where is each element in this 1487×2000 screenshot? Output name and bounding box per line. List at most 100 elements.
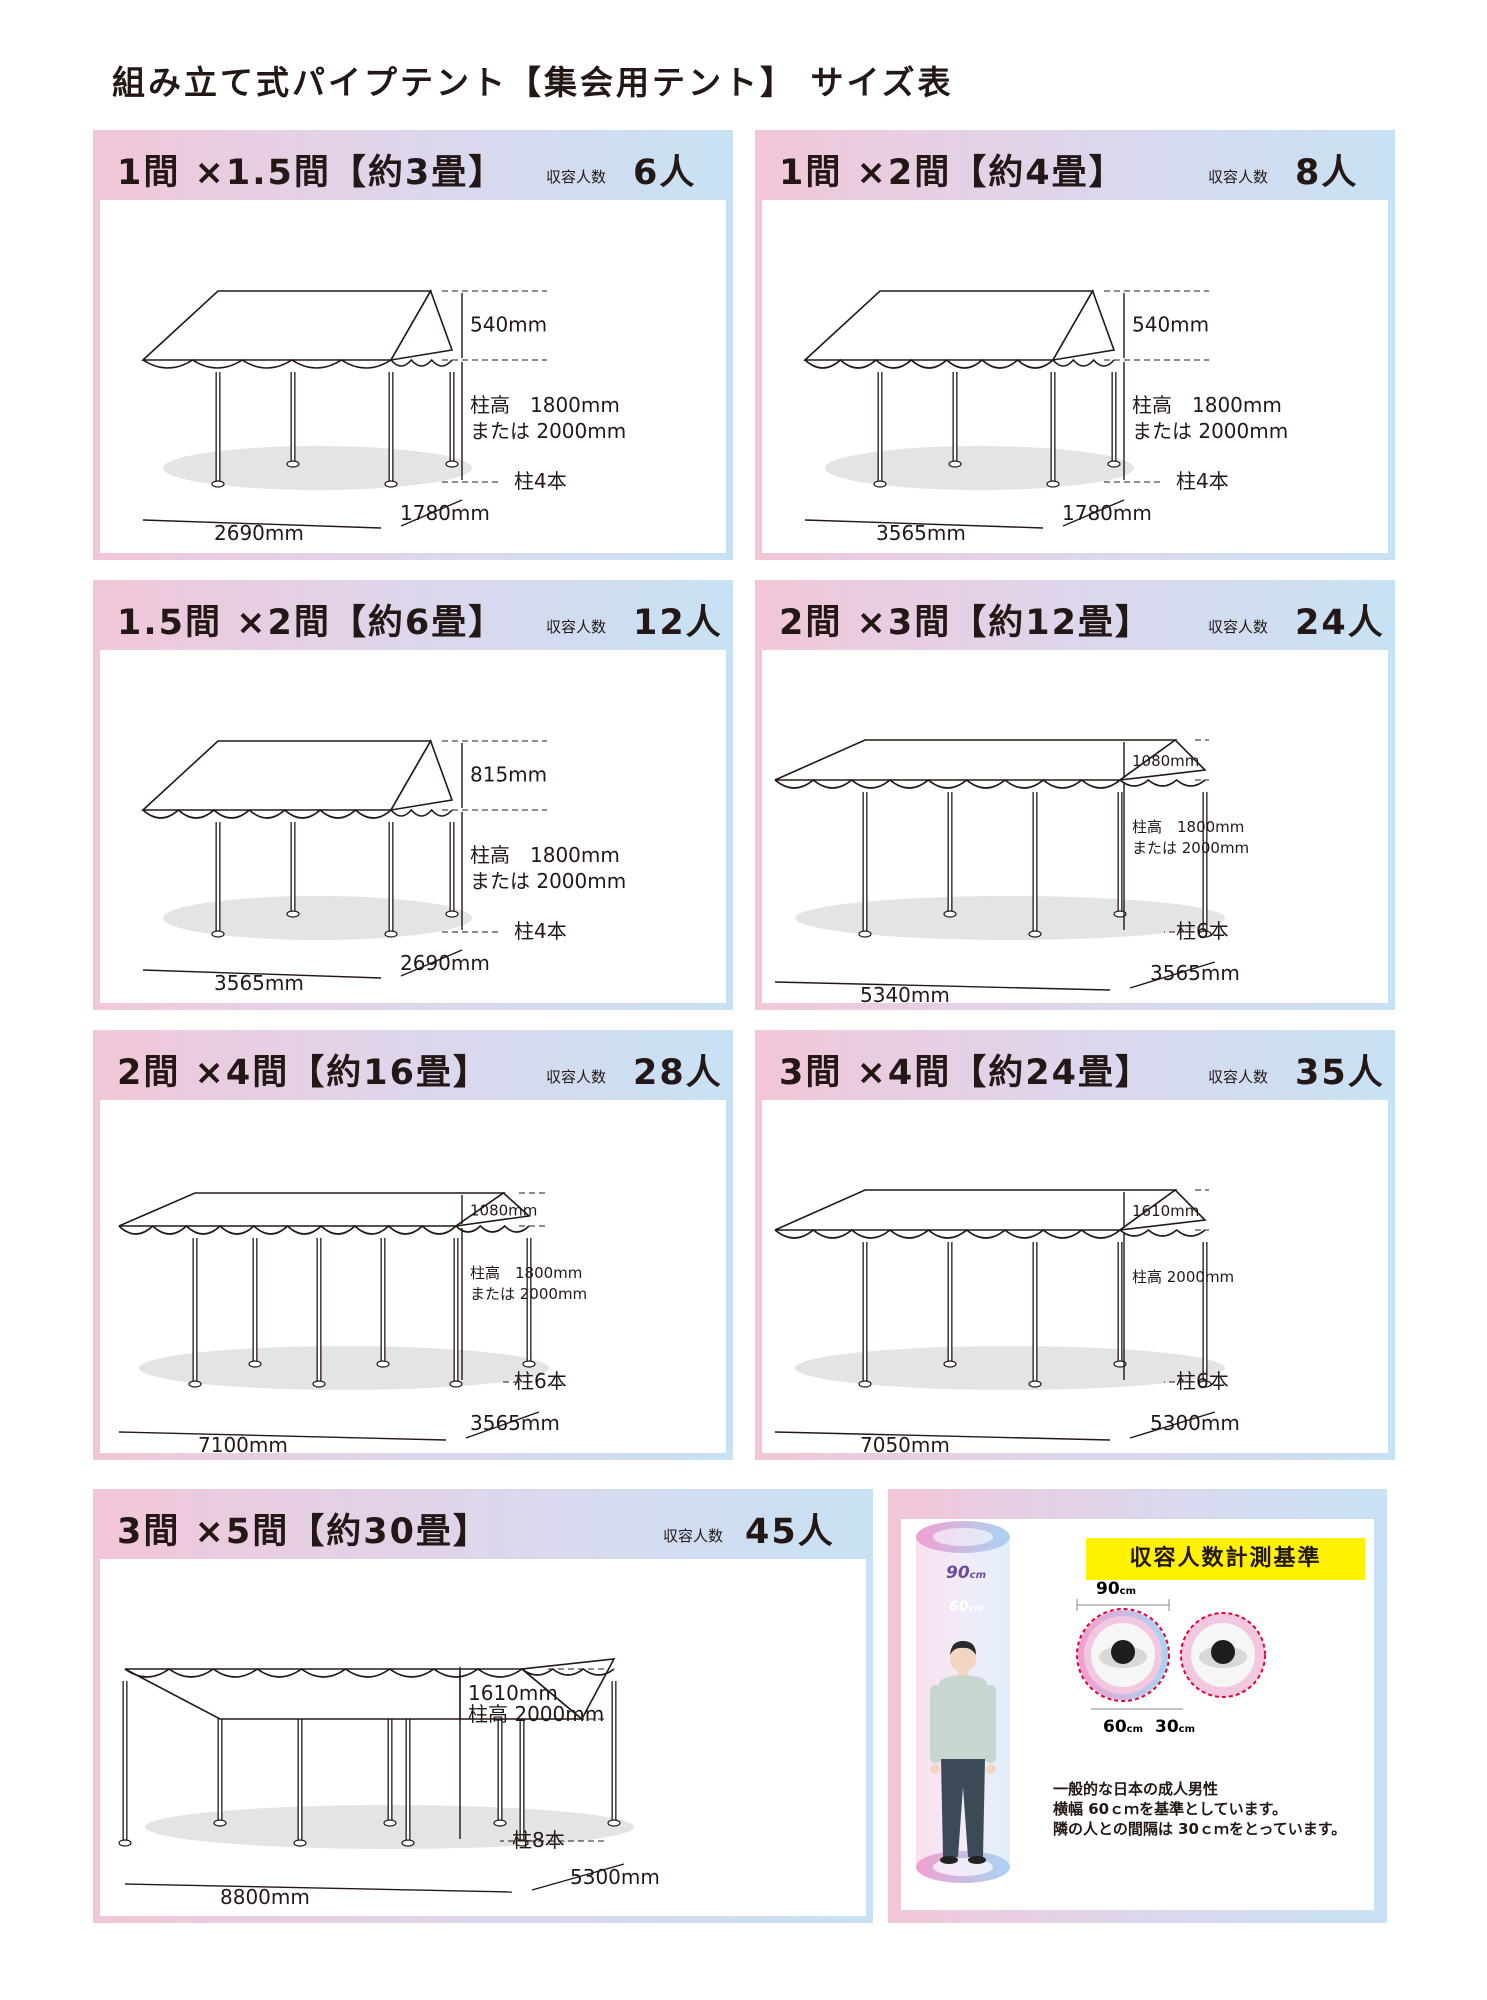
pole-foot — [383, 1819, 397, 1827]
pole-foot — [948, 460, 962, 468]
pole-foot — [445, 460, 459, 468]
depth-arrow — [1062, 499, 1125, 527]
valance-side — [1119, 1228, 1206, 1237]
valance-front — [142, 359, 392, 369]
capacity-label: 収容人数 — [546, 168, 607, 186]
pole-foot — [211, 480, 225, 488]
pole-count-label: 柱6本 — [514, 1369, 567, 1393]
pole-foot — [873, 480, 887, 488]
valance-front — [118, 1224, 457, 1235]
pole-height-label: 柱高 2000mm — [468, 1702, 604, 1726]
standard-illustration: 90cm 60cm — [916, 1521, 1266, 1883]
pole-foot — [943, 910, 957, 918]
width-label: 5340mm — [860, 983, 950, 1003]
tent-size-label: 3間 ×5間【約30畳】 — [117, 1512, 490, 1552]
width-arrow — [142, 969, 382, 979]
depth-label: 3565mm — [1150, 961, 1240, 985]
roof-height-label: 815mm — [470, 763, 547, 787]
width-label: 3565mm — [214, 971, 304, 995]
roof-front — [140, 290, 433, 361]
standard-heading: 収容人数計測基準 — [1086, 1538, 1365, 1580]
outer-width-label: 90cm — [1096, 1579, 1136, 1599]
pole-height-label: 柱高 2000mm — [1132, 1268, 1234, 1286]
note-line-3: 隣の人との間隔は 30ｃｍをとっています。 — [1053, 1820, 1347, 1838]
pole-foot — [376, 1360, 390, 1368]
pole-foot — [445, 910, 459, 918]
note-line-1: 一般的な日本の成人男性 — [1053, 1780, 1219, 1798]
pole-foot — [312, 1380, 326, 1388]
tent-size-label: 3間 ×4間【約24畳】 — [779, 1053, 1152, 1093]
pole-foot — [1028, 1380, 1042, 1388]
cyl-inner-value: 60cm — [949, 1599, 983, 1615]
width-arrow — [124, 1883, 513, 1893]
pole-height-label-2: または 2000mm — [470, 419, 626, 443]
capacity-value: 12人 — [633, 603, 723, 643]
depth-arrow — [1129, 1411, 1216, 1439]
standard-body: 90cm 60cm — [901, 1519, 1374, 1910]
pole-foot — [493, 1819, 507, 1827]
roof-side — [389, 739, 454, 812]
roof-side — [389, 289, 454, 362]
width-label: 7050mm — [860, 1433, 950, 1453]
pole-foot — [213, 1819, 227, 1827]
pole-height-label-2: または 2000mm — [1132, 419, 1288, 443]
depth-label: 5300mm — [1150, 1411, 1240, 1435]
roof-front — [802, 290, 1095, 361]
pole-foot — [1198, 1380, 1212, 1388]
pole-foot — [293, 1839, 307, 1847]
top-view-left — [1078, 1610, 1168, 1700]
depth-arrow — [400, 949, 463, 977]
depth-arrow — [465, 1411, 540, 1439]
roof-height-label: 1080mm — [470, 1202, 537, 1220]
pole-foot — [1107, 460, 1121, 468]
capacity-label: 収容人数 — [546, 1068, 607, 1086]
width-arrow — [118, 1431, 447, 1441]
standard-note: 一般的な日本の成人男性 横幅 60ｃｍを基準としています。 隣の人との間隔は 3… — [1053, 1779, 1346, 1839]
depth-label: 1780mm — [1062, 501, 1152, 525]
capacity-value: 6人 — [633, 153, 697, 193]
valance-side — [455, 1224, 530, 1233]
roof-front — [774, 739, 1178, 781]
cylinder-top-inner — [933, 1528, 993, 1546]
valance-front — [124, 1668, 523, 1678]
pole-foot — [188, 1380, 202, 1388]
roof-side — [1117, 1188, 1207, 1232]
tent-drawing: 1610mm 柱高 2000mm 柱6本 7050mm 5300mm — [774, 1188, 1240, 1453]
pole-foot — [384, 480, 398, 488]
depth-label: 2690mm — [400, 951, 490, 975]
capacity-value: 28人 — [633, 1053, 723, 1093]
pole-count-label: 柱6本 — [1176, 1369, 1229, 1393]
roof-side — [1117, 738, 1207, 782]
pole-foot — [384, 930, 398, 938]
capacity-value: 45人 — [745, 1512, 835, 1552]
capacity-label: 収容人数 — [663, 1527, 724, 1545]
valance-side — [1052, 358, 1115, 367]
width-label: 3565mm — [876, 521, 966, 545]
pole-height-label-2: または 2000mm — [470, 1285, 587, 1303]
tent-size-label: 2間 ×3間【約12畳】 — [779, 603, 1152, 643]
cyl-outer-value: 90cm — [946, 1563, 986, 1583]
roof-height-label: 1610mm — [1132, 1202, 1199, 1220]
tent-size-label: 1間 ×2間【約4畳】 — [779, 153, 1126, 193]
depth-label: 3565mm — [470, 1411, 560, 1435]
pole-foot — [858, 930, 872, 938]
width-arrow — [804, 519, 1044, 529]
valance-side — [390, 358, 453, 367]
capacity-standard-panel: 90cm 60cm — [888, 1489, 1387, 1923]
tent-shadow — [163, 896, 472, 940]
depth-arrow — [400, 499, 463, 527]
pole-foot — [943, 1360, 957, 1368]
capacity-label: 収容人数 — [546, 618, 607, 636]
